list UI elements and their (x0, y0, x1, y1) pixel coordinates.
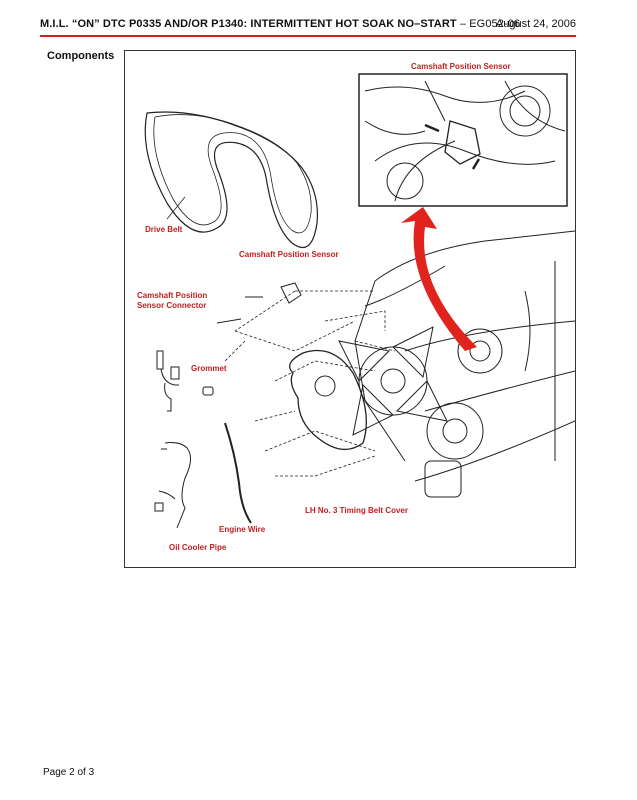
label-oil-cooler-pipe: Oil Cooler Pipe (169, 543, 227, 552)
page-number: Page 2 of 3 (43, 767, 95, 778)
section-heading: Components (47, 50, 115, 62)
title-text: M.I.L. “ON” DTC P0335 AND/OR P1340: INTE… (40, 18, 457, 30)
diagram-drawing (144, 73, 575, 529)
red-arrow-icon (401, 207, 477, 351)
label-timing-belt-cover: LH No. 3 Timing Belt Cover (305, 506, 408, 515)
label-grommet: Grommet (191, 364, 227, 373)
document-title: M.I.L. “ON” DTC P0335 AND/OR P1340: INTE… (40, 18, 520, 30)
inset-frame (358, 73, 568, 207)
label-sensor-connector-line2: Sensor Connector (137, 301, 207, 310)
label-drive-belt: Drive Belt (145, 225, 183, 234)
label-sensor-connector-line1: Camshaft Position (137, 291, 208, 300)
components-diagram: Camshaft Position Sensor Drive Belt Cams… (124, 50, 576, 568)
document-date: August 24, 2006 (495, 18, 576, 30)
label-engine-wire: Engine Wire (219, 525, 266, 534)
label-inset-cam-sensor: Camshaft Position Sensor (411, 62, 511, 71)
label-cam-sensor: Camshaft Position Sensor (239, 250, 339, 259)
document-code: – EG052-06 (459, 18, 521, 30)
header-rule (40, 35, 576, 37)
label-sensor-connector: Camshaft Position Sensor Connector (137, 291, 207, 311)
document-header: M.I.L. “ON” DTC P0335 AND/OR P1340: INTE… (40, 18, 576, 36)
